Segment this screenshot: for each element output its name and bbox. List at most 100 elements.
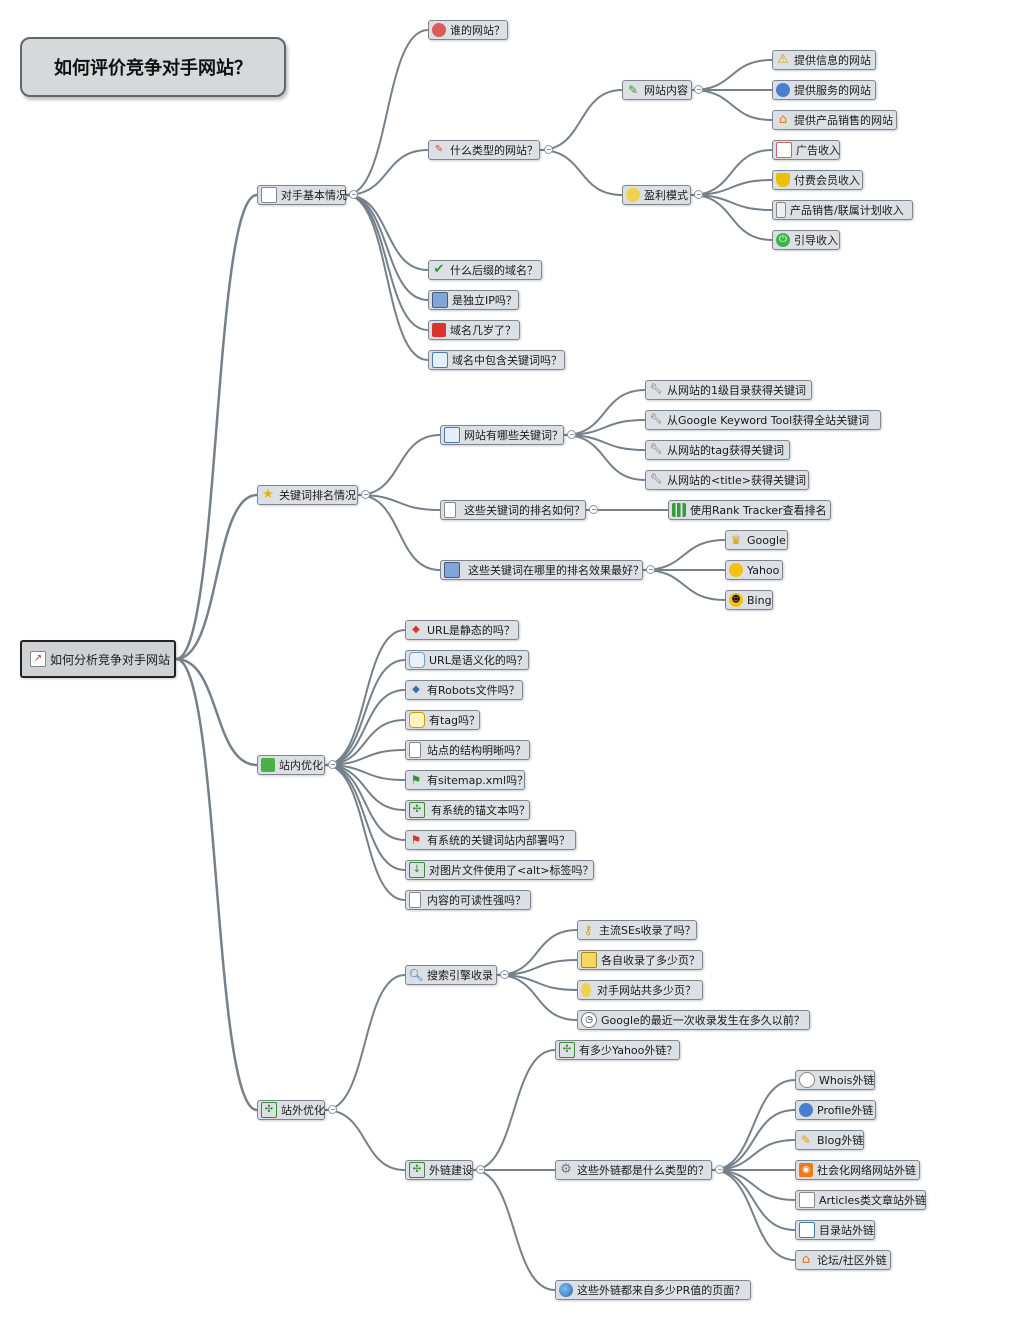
node-onsite-9[interactable]: ↓ 对图片文件使用了<alt>标签吗？ [405, 860, 594, 880]
wrench-icon: 🔧︎ [649, 384, 663, 395]
node-service[interactable]: 提供服务的网站 [772, 80, 876, 100]
node-ip[interactable]: 是独立IP吗？ [428, 290, 519, 310]
node-guide[interactable]: ⏻ 引导收入 [772, 230, 840, 250]
node-age-label: 域名几岁了？ [450, 324, 516, 337]
node-yahoolinks[interactable]: ✣ 有多少Yahoo外链？ [555, 1040, 680, 1060]
collapse-toggle[interactable] [567, 430, 576, 439]
node-suffix[interactable]: ✔ 什么后缀的域名？ [428, 260, 542, 280]
connector-line [711, 1139, 796, 1171]
node-onsite-3[interactable]: ◆ 有Robots文件吗？ [405, 680, 523, 700]
node-onsite-8[interactable]: ⚑ 有系统的关键词站内部署吗？ [405, 830, 576, 850]
node-tag[interactable]: 🔧︎ 从网站的tag获得关键词 [645, 440, 790, 460]
node-forum-label: 论坛/社区外链 [817, 1254, 887, 1267]
node-keyword[interactable]: ★ 关键词排名情况 [257, 485, 358, 505]
connector-line [175, 493, 258, 661]
node-tracker[interactable]: 使用Rank Tracker查看排名 [668, 500, 831, 520]
node-onsite-10[interactable]: 内容的可读性强吗？ [405, 890, 531, 910]
collapse-toggle[interactable] [715, 1165, 724, 1174]
node-onsite-label: 站内优化 [279, 759, 323, 772]
node-backlink[interactable]: ✣ 外链建设 [405, 1160, 473, 1180]
connector-line [324, 659, 406, 766]
node-ads[interactable]: 广告收入 [772, 140, 840, 160]
monitor-icon [444, 562, 460, 578]
lightbulb-icon [581, 983, 591, 997]
smiley-icon: ☻ [729, 593, 743, 607]
node-profile-label: Profile外链 [817, 1104, 874, 1117]
table-icon [799, 1222, 815, 1238]
node-onsite-2[interactable]: URL是语义化的吗？ [405, 650, 529, 670]
node-dir[interactable]: 🔧︎ 从网站的1级目录获得关键词 [645, 380, 812, 400]
node-content[interactable]: ✎ 网站内容 [622, 80, 692, 100]
connector-line [472, 1169, 556, 1291]
node-each[interactable]: 各自收录了多少页？ [577, 950, 703, 970]
collapse-toggle[interactable] [694, 85, 703, 94]
node-which[interactable]: 网站有哪些关键词？ [440, 425, 564, 445]
map-title: 如何评价竞争对手网站？ [20, 37, 286, 97]
connector-line [324, 719, 406, 766]
connector-line [472, 1049, 556, 1171]
node-basic[interactable]: 对手基本情况 [257, 185, 347, 205]
bar-chart-icon [672, 503, 686, 517]
node-who[interactable]: 谁的网站？ [428, 20, 508, 40]
collapse-toggle[interactable] [349, 190, 358, 199]
collapse-toggle[interactable] [694, 190, 703, 199]
node-onsite-1[interactable]: ◆ URL是静态的吗？ [405, 620, 519, 640]
node-info[interactable]: ⚠ 提供信息的网站 [772, 50, 876, 70]
node-onsite-10-label: 内容的可读性强吗？ [427, 894, 526, 907]
node-sales[interactable]: 产品销售/联属计划收入 [772, 200, 913, 220]
node-google[interactable]: ♛ Google [725, 530, 788, 550]
node-offsite[interactable]: ✣ 站外优化 [257, 1100, 325, 1120]
node-profile[interactable]: Profile外链 [795, 1100, 876, 1120]
node-yahoo[interactable]: Yahoo [725, 560, 783, 580]
connector-line [711, 1109, 796, 1171]
node-profit[interactable]: 盈利模式 [622, 185, 691, 205]
node-recent[interactable]: ◷ Google的最近一次收录发生在多久以前？ [577, 1010, 810, 1030]
connector-line [324, 689, 406, 766]
node-onsite-4[interactable]: 有tag吗？ [405, 710, 480, 730]
node-onsite-7[interactable]: ✣ 有系统的锚文本吗？ [405, 800, 530, 820]
node-where[interactable]: 这些关键词在哪里的排名效果最好？ [440, 560, 644, 580]
connector-line [539, 89, 623, 151]
collapse-toggle[interactable] [361, 490, 370, 499]
node-yahoolinks-label: 有多少Yahoo外链？ [579, 1044, 678, 1057]
node-onsite-1-label: URL是静态的吗？ [427, 624, 515, 637]
node-main[interactable]: ⚷ 主流SEs收录了吗？ [577, 920, 697, 940]
node-onsite-5[interactable]: 站点的结构明晰吗？ [405, 740, 530, 760]
node-product[interactable]: ⌂ 提供产品销售的网站 [772, 110, 897, 130]
node-search[interactable]: 🔍︎ 搜索引擎收录 [405, 965, 497, 985]
collapse-toggle[interactable] [500, 970, 509, 979]
node-titletag[interactable]: 🔧︎ 从网站的<title>获得关键词 [645, 470, 809, 490]
collapse-toggle[interactable] [544, 145, 553, 154]
node-bing[interactable]: ☻ Bing [725, 590, 773, 610]
connector-line [357, 494, 441, 571]
node-keyword-label: 关键词排名情况 [279, 489, 356, 502]
node-age[interactable]: 域名几岁了？ [428, 320, 520, 340]
node-member[interactable]: 付费会员收入 [772, 170, 863, 190]
collapse-toggle[interactable] [589, 505, 598, 514]
collapse-toggle[interactable] [328, 760, 337, 769]
node-whois[interactable]: Whois外链 [795, 1070, 875, 1090]
node-blog[interactable]: ✎ Blog外链 [795, 1130, 864, 1150]
node-total[interactable]: 对手网站共多少页？ [577, 980, 703, 1000]
root-node[interactable]: ↗ 如何分析竞争对手网站 [20, 640, 176, 678]
node-rank[interactable]: 这些关键词的排名如何？ [440, 500, 586, 520]
connector-line [691, 59, 773, 91]
node-forum[interactable]: ⌂ 论坛/社区外链 [795, 1250, 891, 1270]
sun-icon [729, 563, 743, 577]
node-pr[interactable]: 这些外链都来自多少PR值的页面？ [555, 1280, 751, 1300]
node-guide-label: 引导收入 [794, 234, 838, 247]
node-directory[interactable]: 目录站外链 [795, 1220, 875, 1240]
node-social[interactable]: ◉ 社会化网络网站外链 [795, 1160, 920, 1180]
connector-line [175, 193, 258, 661]
node-tool[interactable]: 🔧︎ 从Google Keyword Tool获得全站关键词 [645, 410, 881, 430]
node-type[interactable]: ✎ 什么类型的网站？ [428, 140, 540, 160]
collapse-toggle[interactable] [646, 565, 655, 574]
connector-line [345, 194, 429, 301]
node-articles[interactable]: Articles类文章站外链 [795, 1190, 926, 1210]
collapse-toggle[interactable] [328, 1105, 337, 1114]
node-linktype[interactable]: ⚙ 这些外链都是什么类型的？ [555, 1160, 712, 1180]
node-onsite[interactable]: 站内优化 [257, 755, 325, 775]
collapse-toggle[interactable] [476, 1165, 485, 1174]
node-kw[interactable]: 域名中包含关键词吗？ [428, 350, 565, 370]
node-onsite-6[interactable]: ⚑ 有sitemap.xml吗？ [405, 770, 528, 790]
